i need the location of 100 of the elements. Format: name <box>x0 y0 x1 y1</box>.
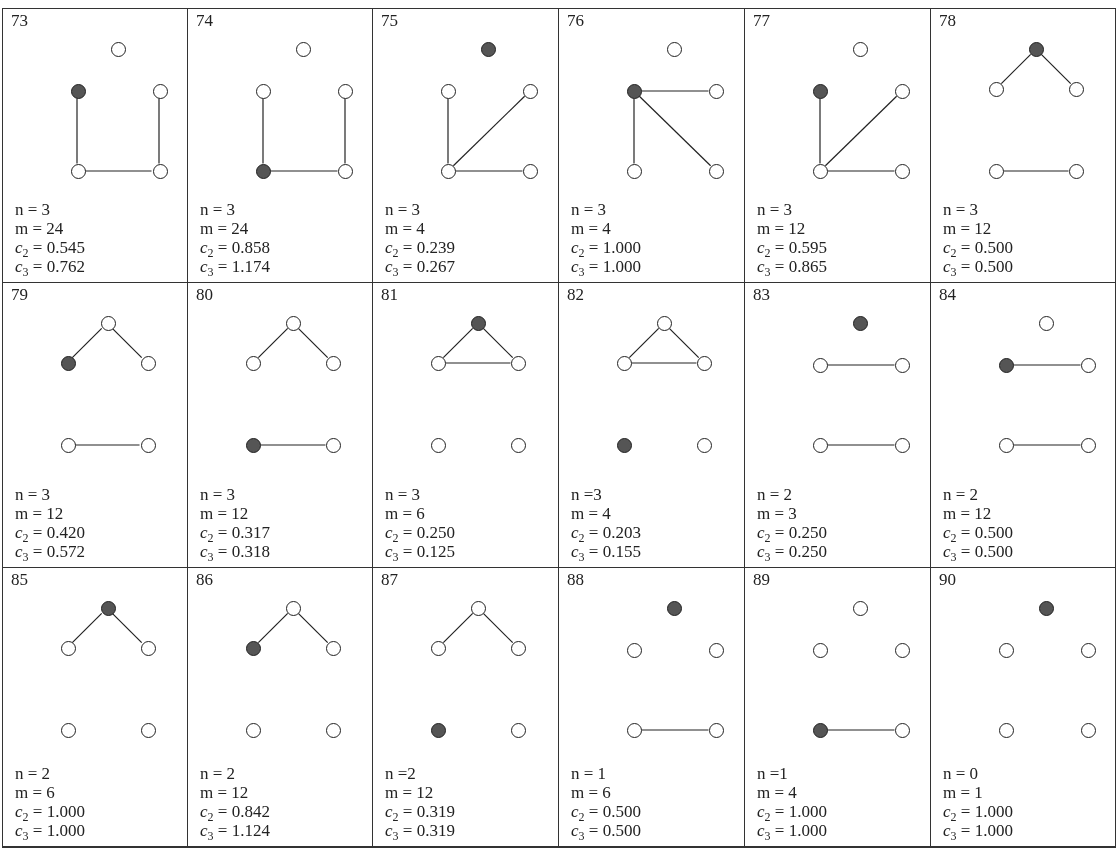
statistic-text: c$_{2}$ = 0.500 <box>571 802 641 821</box>
statistic-text: c$_{2}$ = 0.420 <box>15 523 85 542</box>
statistic-text: m = 3 <box>757 504 798 523</box>
graph-edge <box>444 362 512 364</box>
statistic-text: n =1 <box>757 764 789 783</box>
open-vertex <box>255 83 271 99</box>
statistic-text: n = 3 <box>15 485 52 504</box>
open-vertex <box>60 437 76 453</box>
statistic-text: c$_{3}$ = 0.125 <box>385 542 455 561</box>
table-cell <box>559 9 745 283</box>
graph-edge <box>447 97 449 165</box>
filled-vertex <box>245 640 261 656</box>
statistic-text: c$_{2}$ = 1.000 <box>943 802 1013 821</box>
graph-edge <box>1012 364 1082 366</box>
table-cell <box>931 283 1116 568</box>
graph-edge <box>71 612 103 644</box>
statistic-text: c$_{2}$ = 0.250 <box>757 523 827 542</box>
statistic-text: c$_{2}$ = 0.239 <box>385 238 455 257</box>
statistic-text: c$_{3}$ = 1.124 <box>200 821 270 840</box>
graph-edge <box>158 97 160 165</box>
statistic-text: c$_{3}$ = 0.155 <box>571 542 641 561</box>
open-vertex <box>1080 642 1096 658</box>
open-vertex <box>510 640 526 656</box>
cell-number: 87 <box>381 570 398 590</box>
statistic-text: m = 12 <box>200 504 250 523</box>
graph-edge <box>454 170 524 172</box>
graph-edge <box>452 95 526 167</box>
open-vertex <box>337 163 353 179</box>
graph-edge <box>1002 170 1070 172</box>
open-vertex <box>812 642 828 658</box>
graph-edge <box>76 97 78 165</box>
open-vertex <box>852 600 868 616</box>
filled-vertex <box>666 600 682 616</box>
open-vertex <box>245 722 261 738</box>
open-vertex <box>440 83 456 99</box>
open-vertex <box>295 41 311 57</box>
statistic-text: c$_{2}$ = 0.317 <box>200 523 270 542</box>
graph-edge <box>1000 53 1032 85</box>
table-cell <box>373 283 559 568</box>
open-vertex <box>852 41 868 57</box>
graph-edge <box>826 170 896 172</box>
table-cell <box>745 9 931 283</box>
statistic-text: c$_{3}$ = 0.572 <box>15 542 85 561</box>
open-vertex <box>894 437 910 453</box>
open-vertex <box>60 640 76 656</box>
graph-edge <box>482 327 514 359</box>
open-vertex <box>708 163 724 179</box>
graph-edge <box>668 327 700 359</box>
statistic-text: m = 4 <box>571 219 612 238</box>
graph-edge <box>638 95 712 167</box>
graph-edge <box>259 444 327 446</box>
filled-vertex <box>60 355 76 371</box>
graph-edge <box>111 327 143 359</box>
open-vertex <box>708 642 724 658</box>
statistic-text: c$_{2}$ = 0.250 <box>385 523 455 542</box>
statistic-text: m = 12 <box>943 219 993 238</box>
statistic-text: c$_{3}$ = 0.319 <box>385 821 455 840</box>
statistic-text: n = 0 <box>943 764 980 783</box>
open-vertex <box>325 355 341 371</box>
table-cell <box>373 568 559 847</box>
open-vertex <box>626 642 642 658</box>
graph-edge <box>73 444 141 446</box>
open-vertex <box>626 163 642 179</box>
statistic-text: c$_{2}$ = 1.000 <box>15 802 85 821</box>
cell-number: 81 <box>381 285 398 305</box>
filled-vertex <box>852 315 868 331</box>
statistic-text: m = 6 <box>571 783 612 802</box>
open-vertex <box>140 355 156 371</box>
open-vertex <box>988 81 1004 97</box>
open-vertex <box>430 437 446 453</box>
graph-edge <box>819 97 821 165</box>
table-cell <box>188 283 373 568</box>
statistic-text: c$_{2}$ = 0.500 <box>943 523 1013 542</box>
open-vertex <box>440 163 456 179</box>
statistic-text: c$_{3}$ = 1.000 <box>757 821 827 840</box>
open-vertex <box>522 163 538 179</box>
statistic-text: m = 12 <box>943 504 993 523</box>
open-vertex <box>1080 437 1096 453</box>
statistic-text: m = 24 <box>200 219 250 238</box>
table-cell <box>931 9 1116 283</box>
open-vertex <box>656 315 672 331</box>
graph-edge <box>297 612 329 644</box>
statistic-text: m = 6 <box>15 783 56 802</box>
statistic-text: m = 6 <box>385 504 426 523</box>
cell-number: 76 <box>567 11 584 31</box>
open-vertex <box>894 357 910 373</box>
open-vertex <box>696 437 712 453</box>
graph-edge <box>257 327 289 359</box>
open-vertex <box>325 437 341 453</box>
statistic-text: c$_{3}$ = 0.318 <box>200 542 270 561</box>
open-vertex <box>285 600 301 616</box>
open-vertex <box>626 722 642 738</box>
cell-number: 73 <box>11 11 28 31</box>
filled-vertex <box>998 357 1014 373</box>
statistic-text: c$_{2}$ = 1.000 <box>571 238 641 257</box>
graph-edge <box>482 612 514 644</box>
table-cell <box>188 9 373 283</box>
graph-edge <box>83 170 153 172</box>
open-vertex <box>337 83 353 99</box>
graph-edge <box>257 612 289 644</box>
